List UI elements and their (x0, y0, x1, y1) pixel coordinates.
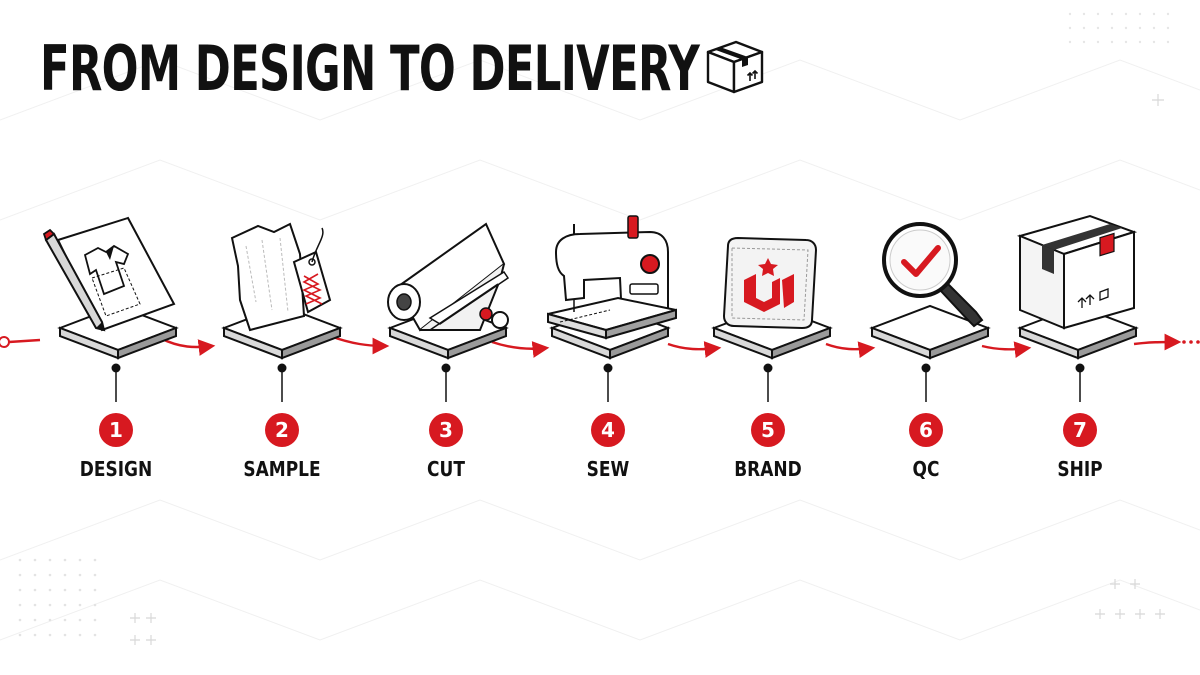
step-6-illustration (871, 222, 989, 402)
flow-connectors (8, 333, 1182, 359)
step-5-illustration (713, 236, 831, 402)
connector-4-5 (667, 341, 722, 358)
sewing-machine-icon (547, 215, 677, 340)
step-7-label: SHIP (1057, 457, 1103, 481)
step-2-number-badge: 2 (265, 413, 299, 447)
package-box-icon (706, 40, 764, 94)
magnifier-check-icon (882, 222, 984, 328)
flow-end-dots (1182, 340, 1200, 344)
step-5-number-badge: 5 (751, 413, 785, 447)
shipping-box-icon (1016, 214, 1138, 330)
step-6-label: QC (912, 457, 940, 481)
dot-grid-top-right (1068, 12, 1170, 44)
step-6-number-badge: 6 (909, 413, 943, 447)
step-1-label: DESIGN (79, 457, 153, 481)
page-title: FROM DESIGN TO DELIVERY (40, 32, 700, 105)
connector-start (8, 338, 41, 344)
step-4-label: SEW (586, 457, 630, 481)
step-1-illustration (42, 216, 177, 402)
step-4-illustration (547, 215, 677, 402)
brand-badge-icon (722, 236, 818, 330)
header: FROM DESIGN TO DELIVERY (40, 32, 764, 105)
step-2-label: SAMPLE (243, 457, 321, 481)
shirt-sketch-pencil-icon (42, 216, 176, 332)
connector-7-end (1133, 333, 1182, 351)
fabric-roll-scissors-icon (387, 222, 510, 332)
step-3-illustration (387, 222, 510, 402)
connector-6-7 (981, 341, 1032, 359)
step-2-illustration (223, 222, 341, 402)
step-7-illustration (1016, 214, 1138, 402)
step-5-label: BRAND (734, 457, 802, 481)
step-1-number-badge: 1 (99, 413, 133, 447)
plus-marks (130, 94, 1165, 645)
step-7-number-badge: 7 (1063, 413, 1097, 447)
dot-grid-bottom-left (18, 558, 97, 637)
connector-3-4 (491, 340, 550, 358)
connector-5-6 (825, 341, 876, 359)
step-3-label: CUT (427, 457, 465, 481)
step-3-number-badge: 3 (429, 413, 463, 447)
step-4-number-badge: 4 (591, 413, 625, 447)
pattern-tag-icon (230, 222, 332, 332)
process-flow (0, 214, 1200, 402)
flow-start-node (0, 336, 10, 348)
